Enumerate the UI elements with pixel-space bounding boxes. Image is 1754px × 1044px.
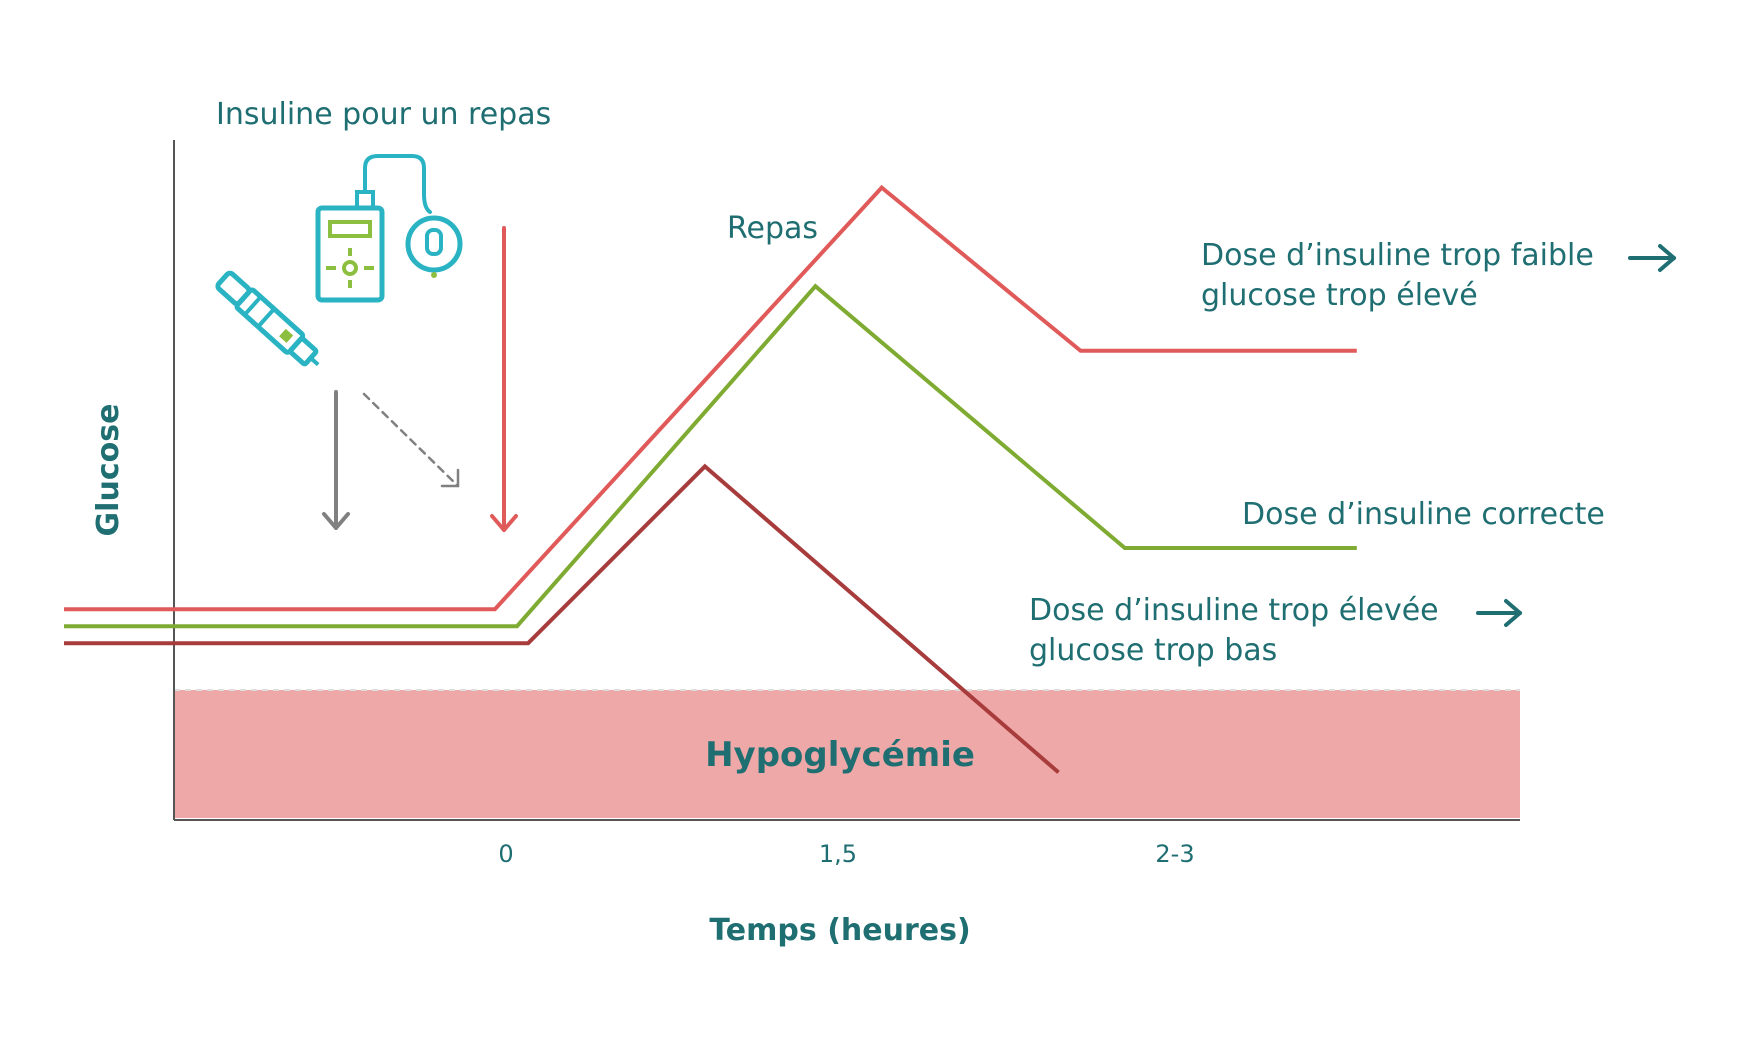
- x-tick-label: 0: [498, 840, 513, 868]
- series-arrow-high: [1628, 244, 1676, 272]
- meal-arrow: [490, 226, 518, 532]
- series-label-low-line2: glucose trop bas: [1029, 633, 1277, 668]
- series-label-low: Dose d’insuline trop élevée: [1029, 593, 1439, 628]
- x-axis-label: Temps (heures): [709, 913, 970, 948]
- series-arrow-low: [1476, 599, 1522, 627]
- series-label-high: Dose d’insuline trop faible: [1201, 238, 1594, 273]
- series-label-high-line2: glucose trop élevé: [1201, 278, 1478, 313]
- series-label-correct: Dose d’insuline correcte: [1242, 497, 1605, 532]
- insulin-pen-icon: [215, 270, 320, 367]
- x-tick-label: 1,5: [819, 840, 857, 868]
- x-tick-label: 2-3: [1155, 840, 1194, 868]
- series-layer: [64, 184, 1357, 774]
- insulin-annotation: Insuline pour un repas: [216, 97, 551, 132]
- insulin-pump-icon: [315, 154, 463, 303]
- pump-bolus-arrow-dashed: [362, 392, 460, 488]
- series-line-high: [64, 184, 1357, 612]
- series-line-correct: [64, 283, 1357, 629]
- y-axis-label: Glucose: [91, 404, 126, 537]
- pen-injection-arrow: [322, 390, 350, 530]
- hypoglycemia-label: Hypoglycémie: [705, 735, 975, 775]
- hypoglycemia-band: [174, 690, 1520, 818]
- series-line-low: [64, 463, 1060, 774]
- meal-annotation: Repas: [727, 211, 818, 246]
